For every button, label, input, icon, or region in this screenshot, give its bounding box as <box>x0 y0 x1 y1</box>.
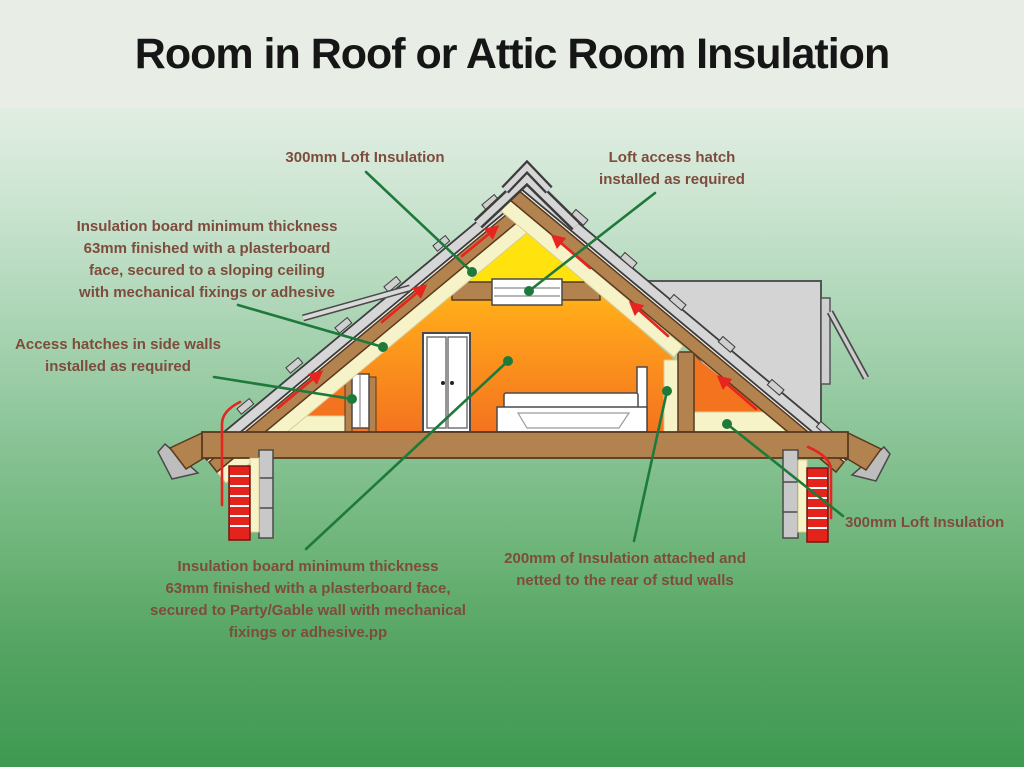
label-300mm-loft-insulation-top: 300mm Loft Insulation <box>285 147 444 169</box>
label-insulation-board-sloping: Insulation board minimum thickness 63mm … <box>77 216 338 304</box>
stud-wall <box>663 351 695 433</box>
left-block-column <box>258 449 274 539</box>
roof-right-slope <box>500 178 855 474</box>
leader-loft-access-hatch <box>527 191 657 293</box>
gable-prop <box>826 310 870 380</box>
title-banner: Room in Roof or Attic Room Insulation <box>0 0 1024 108</box>
left-support-wall <box>228 449 274 541</box>
label-line: Insulation board minimum thickness <box>177 558 439 575</box>
leader-side-wall-hatch <box>212 375 354 401</box>
right-support-wall <box>782 449 829 543</box>
leader-sloping-ceiling-board <box>236 303 385 349</box>
label-line: with mechanical fixings or adhesive <box>79 284 335 301</box>
label-line: installed as required <box>45 358 191 375</box>
loft-void-above-collar <box>460 232 592 283</box>
right-roof-battens <box>570 208 834 438</box>
label-line: netted to the rear of stud walls <box>516 572 734 589</box>
label-line: 300mm Loft Insulation <box>285 149 445 166</box>
label-line: fixings or adhesive.pp <box>228 624 388 641</box>
leader-lines <box>212 170 845 551</box>
label-line: installed as required <box>599 171 745 188</box>
ridge-cap <box>473 159 581 231</box>
left-eaves-vent-line <box>220 400 242 507</box>
label-loft-access-hatch: Loft access hatch installed as required <box>599 147 745 191</box>
right-brick-column <box>806 467 829 543</box>
leader-loft-insulation-top <box>364 170 474 274</box>
leader-dots <box>347 267 732 429</box>
gable-downpipe <box>820 297 831 385</box>
label-line: Insulation board minimum thickness <box>76 218 338 235</box>
label-200mm-stud-wall-insulation: 200mm of Insulation attached and netted … <box>504 548 746 592</box>
left-cavity-insulation <box>249 457 260 533</box>
left-brick-column <box>228 465 251 541</box>
label-line: 200mm of Insulation attached and <box>504 550 746 567</box>
label-line: 300mm Loft Insulation <box>845 514 1005 531</box>
label-300mm-loft-insulation-right: 300mm Loft Insulation <box>845 512 1004 534</box>
label-line: Access hatches in side walls <box>15 336 221 353</box>
leader-gable-wall-board <box>304 359 510 551</box>
right-block-column <box>782 449 799 539</box>
right-eaves-vent-line <box>806 445 833 520</box>
right-cavity-insulation <box>797 459 808 533</box>
label-line: Loft access hatch <box>608 149 736 166</box>
bed <box>496 366 648 433</box>
ventilation-arrows <box>220 225 833 520</box>
label-line: face, secured to a sloping ceiling <box>89 262 325 279</box>
page-title: Room in Roof or Attic Room Insulation <box>134 29 890 78</box>
left-roof-battens <box>236 193 500 415</box>
label-line: secured to Party/Gable wall with mechani… <box>150 602 466 619</box>
leader-stud-wall-insulation <box>632 389 669 543</box>
attic-floor <box>157 430 891 482</box>
label-line: 63mm finished with a plasterboard face, <box>165 580 451 597</box>
leader-loft-insulation-right <box>725 422 845 518</box>
wardrobe <box>422 332 471 433</box>
label-access-hatches-side-walls: Access hatches in side walls installed a… <box>15 334 221 378</box>
floor-joist-band <box>201 431 849 459</box>
label-insulation-board-gable: Insulation board minimum thickness 63mm … <box>150 556 466 644</box>
label-line: 63mm finished with a plasterboard <box>83 240 331 257</box>
left-roof-plank <box>302 284 411 322</box>
